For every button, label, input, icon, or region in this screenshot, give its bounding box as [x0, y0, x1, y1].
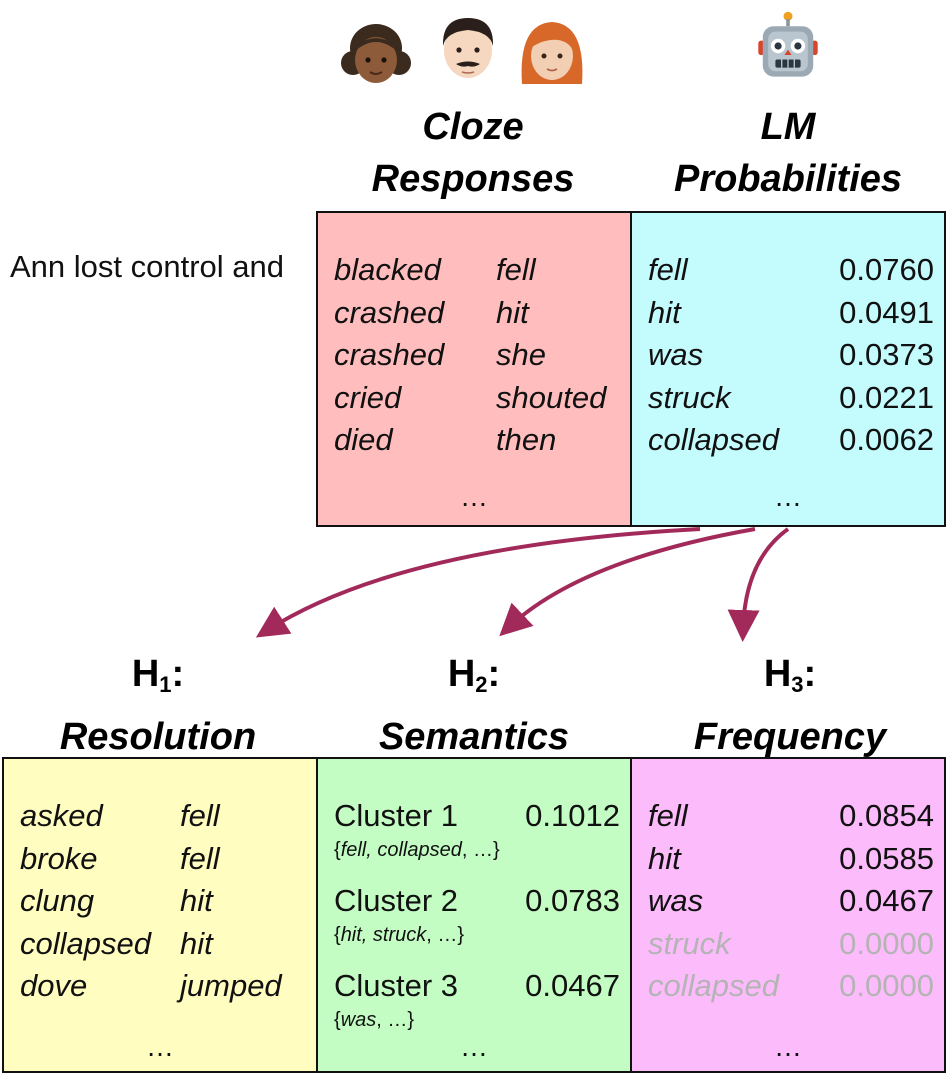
ellipsis: … [146, 1031, 174, 1062]
cloze-word: blacked [334, 252, 441, 287]
lm-word: fell [648, 252, 688, 287]
h3-header: H3: Frequency [693, 653, 887, 758]
frequency-word: collapsed [648, 968, 779, 1003]
cluster-members-words: hit, struck [340, 924, 427, 946]
lm-probabilities-panel: … fell 0.0760 hit 0.0491 was 0.0373 struck 0.02… [630, 211, 946, 527]
resolution-word: dove [20, 968, 88, 1003]
resolution-word: asked [20, 798, 103, 833]
lm-probability: 0.0760 [839, 252, 934, 287]
cloze-word: crashed [334, 294, 445, 330]
h2-header: H2: Semantics [378, 653, 570, 758]
ellipsis: … [774, 1031, 802, 1062]
frequency-word: fell [648, 798, 688, 833]
frequency-probability: 0.0000 [839, 968, 934, 1003]
cluster-value: 0.0783 [525, 883, 620, 918]
cloze-word: shouted [496, 379, 607, 415]
arrow-to-h3 [727, 527, 790, 642]
ellipsis: … [460, 481, 488, 512]
resolution-word: broke [20, 840, 98, 876]
arrow-to-h1 [255, 527, 701, 638]
frequency-probability: 0.0000 [839, 925, 934, 961]
context-sentence: Ann lost control and [10, 249, 285, 284]
cluster-value: 0.0467 [525, 968, 620, 1003]
robot-emoji-icon [758, 11, 818, 77]
frequency-probability: 0.0585 [839, 840, 934, 876]
cloze-word: then [496, 422, 557, 457]
frequency-panel: … fell 0.0854 hit 0.0585 was 0.0467 struck 0.00… [630, 757, 946, 1073]
cluster-members: {fell, collapsed, …} [334, 837, 500, 863]
h1-header: H1: Resolution [59, 653, 257, 758]
cluster-label: Cluster 1 [334, 798, 459, 833]
cluster-members: {was, …} [334, 1007, 414, 1033]
cloze-word: crashed [334, 337, 445, 372]
cluster-label: Cluster 2 [334, 883, 459, 918]
cluster-members: {hit, struck, …} [334, 922, 464, 948]
resolution-word: fell [180, 840, 220, 876]
lm-probability: 0.0491 [839, 294, 934, 330]
cluster-members-open: { [334, 839, 341, 861]
cluster-members-tail: , …} [426, 924, 465, 946]
cluster-members-tail: , …} [461, 839, 500, 861]
cloze-word: died [334, 422, 393, 457]
cloze-word: cried [334, 379, 402, 415]
lm-probability: 0.0373 [839, 337, 934, 372]
cluster-members-open: { [334, 1009, 341, 1031]
lm-word: was [648, 337, 704, 372]
frequency-word: hit [648, 840, 681, 876]
frequency-probability: 0.0854 [839, 798, 934, 833]
woman-emoji-icon [521, 22, 583, 84]
cluster-members-words: was [340, 1009, 377, 1031]
frequency-word: struck [648, 925, 731, 961]
resolution-word: hit [180, 925, 213, 961]
cluster-value: 0.1012 [525, 798, 620, 833]
resolution-word: clung [20, 883, 95, 918]
resolution-word: fell [180, 798, 220, 833]
cloze-word: fell [496, 252, 536, 287]
resolution-word: hit [180, 883, 213, 918]
frequency-word: was [648, 883, 704, 918]
ellipsis: … [460, 1031, 488, 1062]
cluster-members-tail: , …} [376, 1009, 415, 1031]
frequency-probability: 0.0467 [839, 883, 934, 918]
cloze-responses-header: Cloze Responses [371, 106, 575, 200]
lm-word: struck [648, 379, 731, 415]
ellipsis: … [774, 481, 802, 512]
arrows-layer [255, 527, 790, 642]
lm-probabilities-header: LM Probabilities [673, 106, 903, 200]
cloze-word: she [496, 337, 546, 372]
cluster-label: Cluster 3 [334, 968, 459, 1003]
lm-word: collapsed [648, 422, 779, 457]
resolution-word: jumped [180, 968, 282, 1003]
man-emoji-icon [442, 18, 494, 78]
cluster-members-open: { [334, 924, 341, 946]
girl-emoji-icon [341, 24, 411, 83]
lm-word: hit [648, 294, 681, 330]
cloze-word: hit [496, 294, 529, 330]
resolution-panel: … asked broke clung collapsed dove fell fell hi… [2, 757, 318, 1073]
cloze-responses-panel: … blacked crashed crashed cried died fell hit s… [316, 211, 632, 527]
lm-probability: 0.0062 [839, 422, 934, 457]
cluster-members-words: fell, collapsed [340, 839, 462, 861]
lm-probability: 0.0221 [839, 379, 934, 415]
arrow-to-h2 [499, 527, 756, 637]
resolution-word: collapsed [20, 925, 151, 961]
